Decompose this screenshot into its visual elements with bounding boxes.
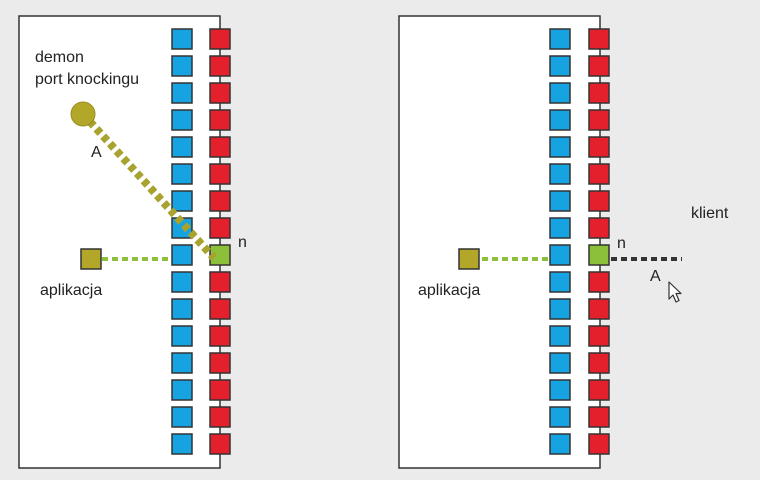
right-closed-port — [588, 379, 610, 401]
left-inner-port — [171, 82, 193, 104]
left-inner-port — [171, 136, 193, 158]
left-inner-port — [171, 352, 193, 374]
daemon-label-line2: port knockingu — [35, 71, 139, 88]
left-inner-port — [171, 325, 193, 347]
right-server-panel: n aplikacja A klient — [398, 15, 729, 469]
left-closed-port — [209, 109, 231, 131]
right-app-node — [458, 248, 480, 270]
right-inner-port — [549, 379, 571, 401]
left-closed-port — [209, 190, 231, 212]
right-closed-port — [588, 298, 610, 320]
left-server-panel: demon port knockingu A n aplikacja — [18, 15, 247, 469]
left-closed-port — [209, 28, 231, 50]
left-inner-port — [171, 271, 193, 293]
right-inner-port — [549, 244, 571, 266]
right-inner-port — [549, 190, 571, 212]
left-closed-port — [209, 379, 231, 401]
left-closed-port — [209, 217, 231, 239]
right-inner-port — [549, 163, 571, 185]
right-closed-port — [588, 352, 610, 374]
right-inner-port — [549, 298, 571, 320]
right-inner-port — [549, 406, 571, 428]
left-inner-port — [171, 190, 193, 212]
port-knocking-daemon-node — [70, 101, 96, 127]
left-closed-port — [209, 136, 231, 158]
right-port-label: n — [617, 235, 626, 252]
right-open-port — [588, 244, 610, 266]
left-inner-port — [171, 55, 193, 77]
left-closed-port — [209, 433, 231, 455]
left-app-node — [80, 248, 102, 270]
right-inner-port — [549, 352, 571, 374]
right-inner-port — [549, 109, 571, 131]
left-inner-port — [171, 28, 193, 50]
right-closed-port — [588, 217, 610, 239]
right-inner-port — [549, 55, 571, 77]
client-label: klient — [691, 205, 729, 222]
left-knock-label: A — [91, 144, 102, 161]
right-inner-port — [549, 136, 571, 158]
left-closed-port — [209, 352, 231, 374]
left-closed-port — [209, 325, 231, 347]
left-inner-port — [171, 406, 193, 428]
right-inner-port-column — [549, 28, 571, 455]
right-app-label: aplikacja — [418, 282, 480, 299]
left-closed-port — [209, 271, 231, 293]
left-inner-port-column — [171, 28, 193, 455]
left-app-label: aplikacja — [40, 282, 102, 299]
right-inner-port — [549, 325, 571, 347]
right-closed-port — [588, 325, 610, 347]
right-closed-port — [588, 163, 610, 185]
mouse-pointer-icon — [668, 281, 682, 303]
right-closed-port — [588, 190, 610, 212]
left-closed-port — [209, 55, 231, 77]
left-closed-port — [209, 298, 231, 320]
right-knock-label: A — [650, 268, 661, 285]
left-inner-port — [171, 433, 193, 455]
left-inner-port — [171, 379, 193, 401]
right-closed-port — [588, 136, 610, 158]
left-open-port — [209, 244, 231, 266]
left-inner-port — [171, 109, 193, 131]
right-inner-port — [549, 271, 571, 293]
right-closed-port — [588, 28, 610, 50]
left-closed-port — [209, 163, 231, 185]
right-closed-port — [588, 406, 610, 428]
left-closed-port — [209, 82, 231, 104]
left-inner-port — [171, 163, 193, 185]
right-inner-port — [549, 433, 571, 455]
right-outer-port-column — [588, 28, 610, 455]
left-inner-port — [171, 298, 193, 320]
left-port-label: n — [238, 234, 247, 251]
right-closed-port — [588, 109, 610, 131]
left-closed-port — [209, 406, 231, 428]
right-inner-port — [549, 28, 571, 50]
right-closed-port — [588, 433, 610, 455]
right-closed-port — [588, 82, 610, 104]
right-inner-port — [549, 82, 571, 104]
right-closed-port — [588, 271, 610, 293]
left-outer-port-column — [209, 28, 231, 455]
right-inner-port — [549, 217, 571, 239]
daemon-label-line1: demon — [35, 49, 84, 66]
right-closed-port — [588, 55, 610, 77]
left-inner-port — [171, 244, 193, 266]
daemon-knock-link — [80, 111, 217, 261]
